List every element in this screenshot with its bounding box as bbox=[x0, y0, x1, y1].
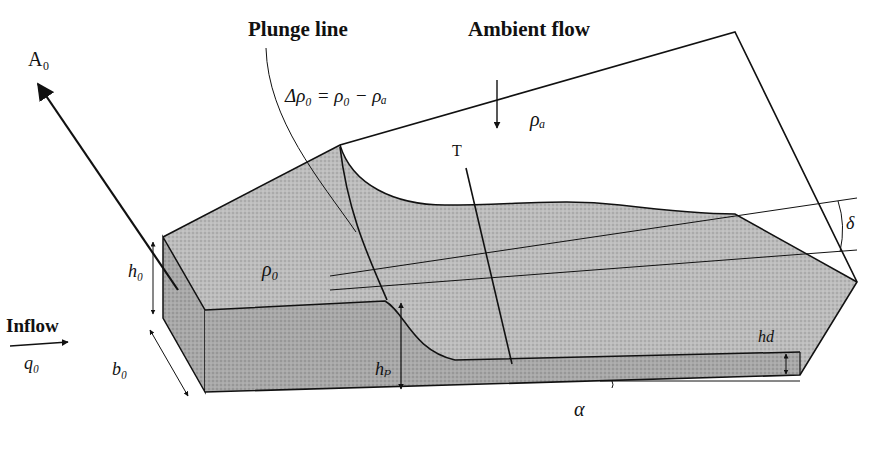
bed-slope-angle-symbol: α bbox=[574, 398, 585, 420]
spreading-angle-symbol: δ bbox=[846, 214, 854, 234]
inflow-depth-symbol: h₀ bbox=[128, 262, 143, 282]
ambient-density-symbol: ρₐ bbox=[530, 108, 545, 130]
plunge-line-label: Plunge line bbox=[248, 18, 348, 41]
ambient-flow-label: Ambient flow bbox=[468, 18, 590, 41]
inflow-label: Inflow bbox=[6, 316, 59, 337]
axis-label: A₀ bbox=[28, 48, 49, 70]
inflow-density-symbol: ρ₀ bbox=[262, 258, 279, 280]
inflow-width-symbol: b₀ bbox=[112, 360, 127, 380]
underflow-depth-symbol: hd bbox=[758, 328, 774, 346]
transect-label: T bbox=[452, 142, 462, 160]
density-difference-formula: Δρ₀ = ρ₀ − ρₐ bbox=[285, 86, 387, 107]
plunge-depth-symbol: hₚ bbox=[375, 360, 391, 380]
discharge-symbol: q₀ bbox=[24, 354, 39, 374]
